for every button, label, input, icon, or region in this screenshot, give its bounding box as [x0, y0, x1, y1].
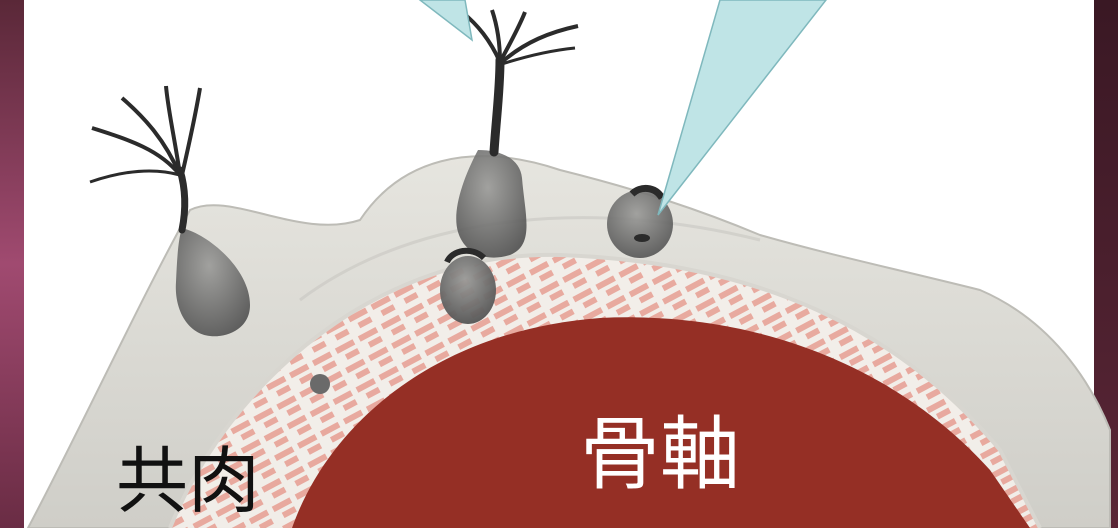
coenenchyme-label: 共肉 [116, 445, 260, 517]
polyp-icon [310, 374, 330, 394]
axis-label: 骨軸 [580, 415, 740, 495]
background-left-edge [0, 0, 24, 528]
